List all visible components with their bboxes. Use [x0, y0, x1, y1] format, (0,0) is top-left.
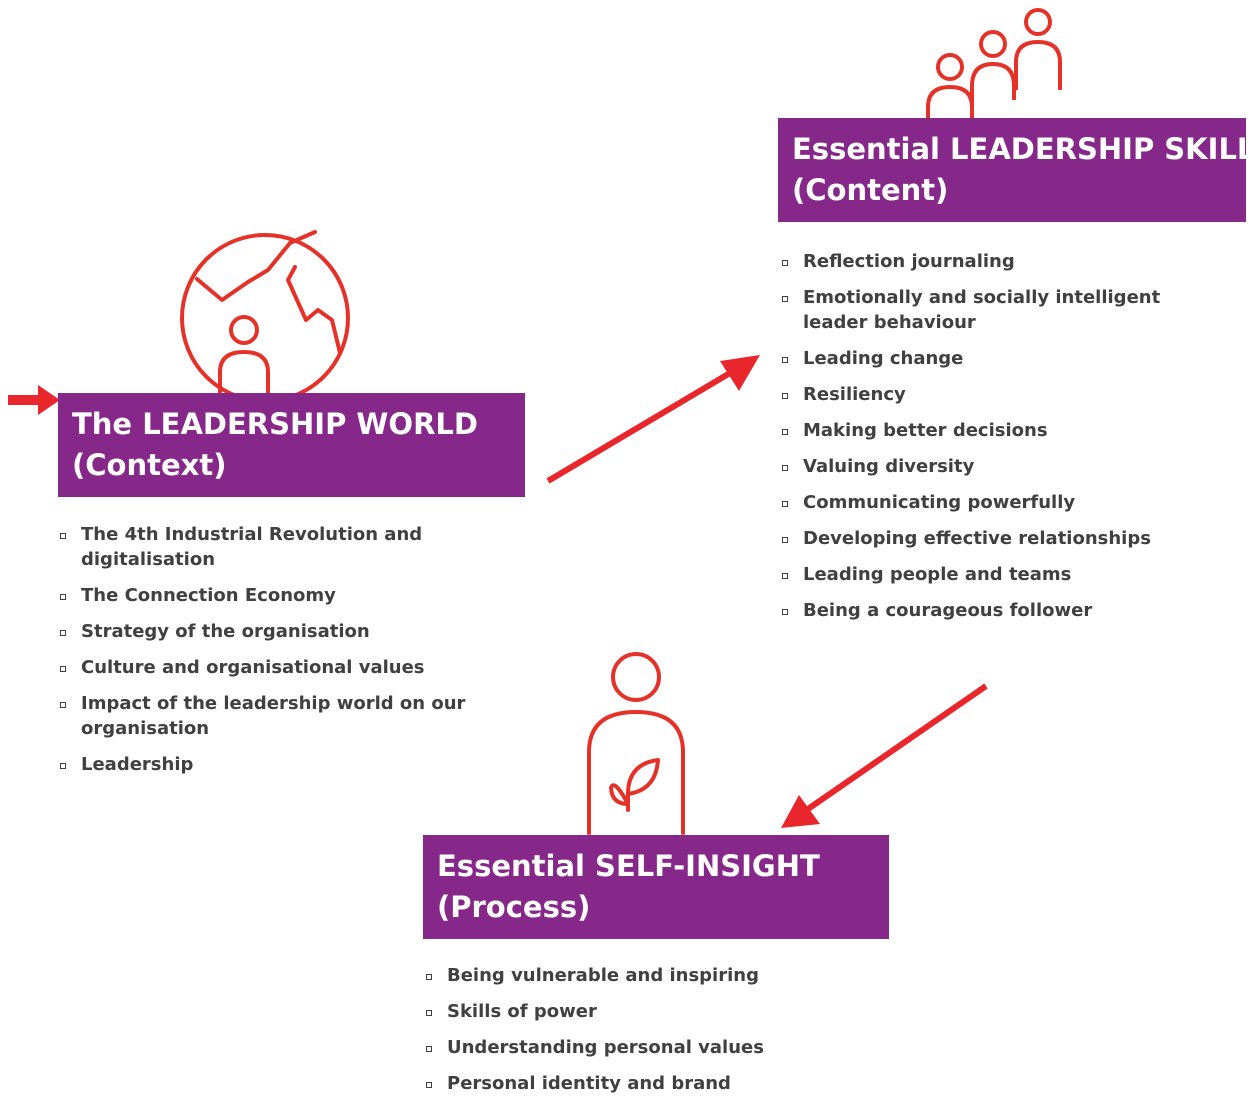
- insight-title-panel: Essential SELF-INSIGHT (Process): [423, 835, 889, 939]
- bullet-icon: [782, 465, 788, 471]
- bullet-icon: [782, 260, 788, 266]
- list-item: Leadership: [60, 752, 530, 777]
- arrow-world-to-skills: [546, 355, 760, 484]
- globe-with-person-icon: [180, 230, 350, 403]
- bullet-icon: [782, 573, 788, 579]
- list-item: Culture and organisational values: [60, 655, 530, 680]
- list-item: Understanding personal values: [426, 1035, 876, 1060]
- bullet-icon: [60, 666, 66, 672]
- list-item: Skills of power: [426, 999, 876, 1024]
- list-item: Communicating powerfully: [782, 490, 1232, 515]
- world-title-line1: The LEADERSHIP WORLD: [72, 407, 478, 441]
- skills-title-line1: Essential LEADERSHIP SKILLS: [792, 132, 1251, 166]
- bullet-icon: [782, 501, 788, 507]
- list-item: Strategy of the organisation: [60, 619, 530, 644]
- list-item: Reflection journaling: [782, 249, 1232, 274]
- left-pointer-arrow: [8, 385, 60, 415]
- list-item: Valuing diversity: [782, 454, 1232, 479]
- list-item: Leading people and teams: [782, 562, 1232, 587]
- list-item: The 4th Industrial Revolution and digita…: [60, 522, 530, 572]
- bullet-icon: [426, 974, 432, 980]
- bullet-icon: [426, 1046, 432, 1052]
- person-with-plant-icon: [587, 652, 685, 835]
- bullet-icon: [60, 702, 66, 708]
- skills-list: Reflection journaling Emotionally and so…: [782, 249, 1232, 634]
- world-list: The 4th Industrial Revolution and digita…: [60, 522, 530, 788]
- world-title-panel: The LEADERSHIP WORLD (Context): [58, 393, 525, 497]
- world-title-line2: (Context): [72, 448, 227, 482]
- bullet-icon: [426, 1082, 432, 1088]
- bullet-icon: [782, 357, 788, 363]
- bullet-icon: [60, 533, 66, 539]
- skills-title-line2: (Content): [792, 173, 949, 207]
- list-item: Being a courageous follower: [782, 598, 1232, 623]
- list-item: Personal identity and brand: [426, 1071, 876, 1096]
- bullet-icon: [782, 537, 788, 543]
- list-item: Making better decisions: [782, 418, 1232, 443]
- list-item: The Connection Economy: [60, 583, 530, 608]
- bullet-icon: [782, 609, 788, 615]
- insight-title-line1: Essential SELF-INSIGHT: [437, 849, 820, 883]
- arrow-skills-to-insight: [781, 683, 988, 828]
- list-item: Developing effective relationships: [782, 526, 1232, 551]
- insight-list: Being vulnerable and inspiring Skills of…: [426, 963, 876, 1107]
- bullet-icon: [782, 393, 788, 399]
- bullet-icon: [60, 594, 66, 600]
- list-item: Being vulnerable and inspiring: [426, 963, 876, 988]
- bullet-icon: [60, 763, 66, 769]
- list-item: Resiliency: [782, 382, 1232, 407]
- bullet-icon: [60, 630, 66, 636]
- group-of-people-icon: [926, 8, 1062, 118]
- skills-title-panel: Essential LEADERSHIP SKILLS (Content): [778, 118, 1251, 222]
- bullet-icon: [426, 1010, 432, 1016]
- list-item: Impact of the leadership world on our or…: [60, 691, 501, 741]
- list-item: Leading change: [782, 346, 1232, 371]
- bullet-icon: [782, 429, 788, 435]
- bullet-icon: [782, 296, 788, 302]
- list-item: Emotionally and socially intelligent lea…: [782, 285, 1173, 335]
- insight-title-line2: (Process): [437, 890, 591, 924]
